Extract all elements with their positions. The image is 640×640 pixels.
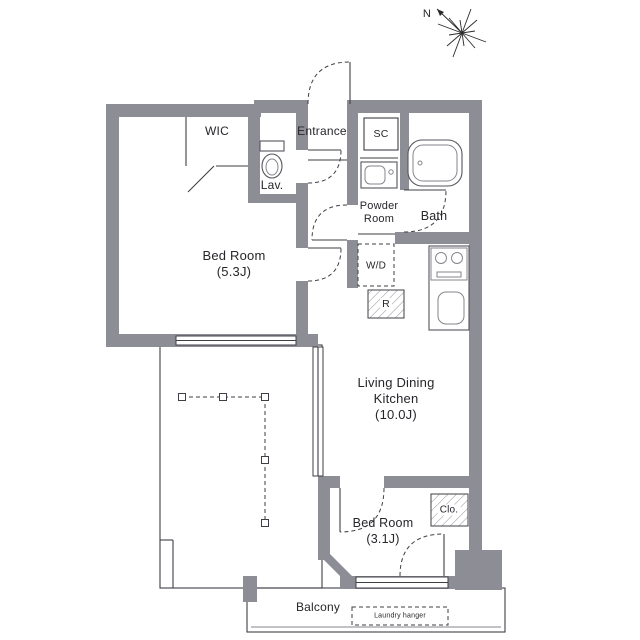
wall-segment <box>384 476 482 488</box>
wall-segment <box>469 100 482 555</box>
wall-segment <box>106 104 261 117</box>
ldk-label: Living Dining Kitchen (10.0J) <box>357 375 435 422</box>
washer-dryer-label: W/D <box>365 260 387 272</box>
wic-label: WIC <box>205 124 229 138</box>
wall-segment-diagonal <box>318 554 362 586</box>
partition-lines <box>185 117 398 235</box>
vanity-sink-icon <box>360 161 398 189</box>
wall-segment <box>296 113 308 150</box>
wall-segment <box>395 232 482 244</box>
laundry-hanger-label: Laundry hanger <box>374 612 426 620</box>
lavatory-door <box>307 149 342 184</box>
wall-segment <box>296 281 308 347</box>
balcony-door <box>399 533 445 577</box>
powder-room-door <box>311 204 348 241</box>
balcony-label: Balcony <box>295 600 341 614</box>
shoe-closet-label: SC <box>373 128 389 140</box>
wall-segment <box>248 104 260 203</box>
shoe-closet-box <box>363 117 399 151</box>
wall-segment <box>243 576 257 602</box>
bedroom1-label: Bed Room (5.3J) <box>202 248 266 279</box>
entrance-label: Entrance <box>297 124 347 138</box>
bath-door <box>403 189 447 233</box>
kitchen-counter-icon <box>428 245 470 331</box>
compass-north-label: N <box>422 8 432 20</box>
fixtures <box>259 117 470 527</box>
wall-segment <box>248 194 308 203</box>
wall-segment <box>347 100 358 205</box>
washer-dryer-box <box>357 243 395 287</box>
balcony-outline <box>246 587 506 633</box>
adjacent-structure-outline <box>159 344 323 589</box>
entrance-door <box>307 61 351 105</box>
laundry-hanger-area <box>351 606 449 626</box>
windows <box>175 335 449 589</box>
doors <box>307 61 447 577</box>
wall-segment <box>318 476 330 560</box>
powder-room-label: Powder Room <box>359 200 399 225</box>
wall-segment <box>106 104 119 347</box>
bedroom2-door <box>339 487 385 533</box>
stove-icon <box>430 247 468 281</box>
bedroom1-door <box>307 247 342 282</box>
wall-segment <box>400 113 409 190</box>
compass-icon <box>436 8 487 58</box>
kitchen-sink-icon <box>437 291 465 325</box>
wic-door-leaf <box>187 165 215 193</box>
refrigerator-label: R <box>380 298 392 310</box>
bath-label: Bath <box>420 209 448 223</box>
lavatory-label: Lav. <box>260 178 284 192</box>
wall-segment <box>350 100 482 113</box>
wall-segment <box>347 240 358 288</box>
closet-label: Clo. <box>437 504 461 516</box>
wall-segment <box>296 183 308 248</box>
toilet-icon <box>259 140 285 179</box>
bathtub-icon <box>407 139 463 187</box>
wall-segment <box>254 100 308 113</box>
bedroom2-label: Bed Room (3.1J) <box>352 516 414 546</box>
